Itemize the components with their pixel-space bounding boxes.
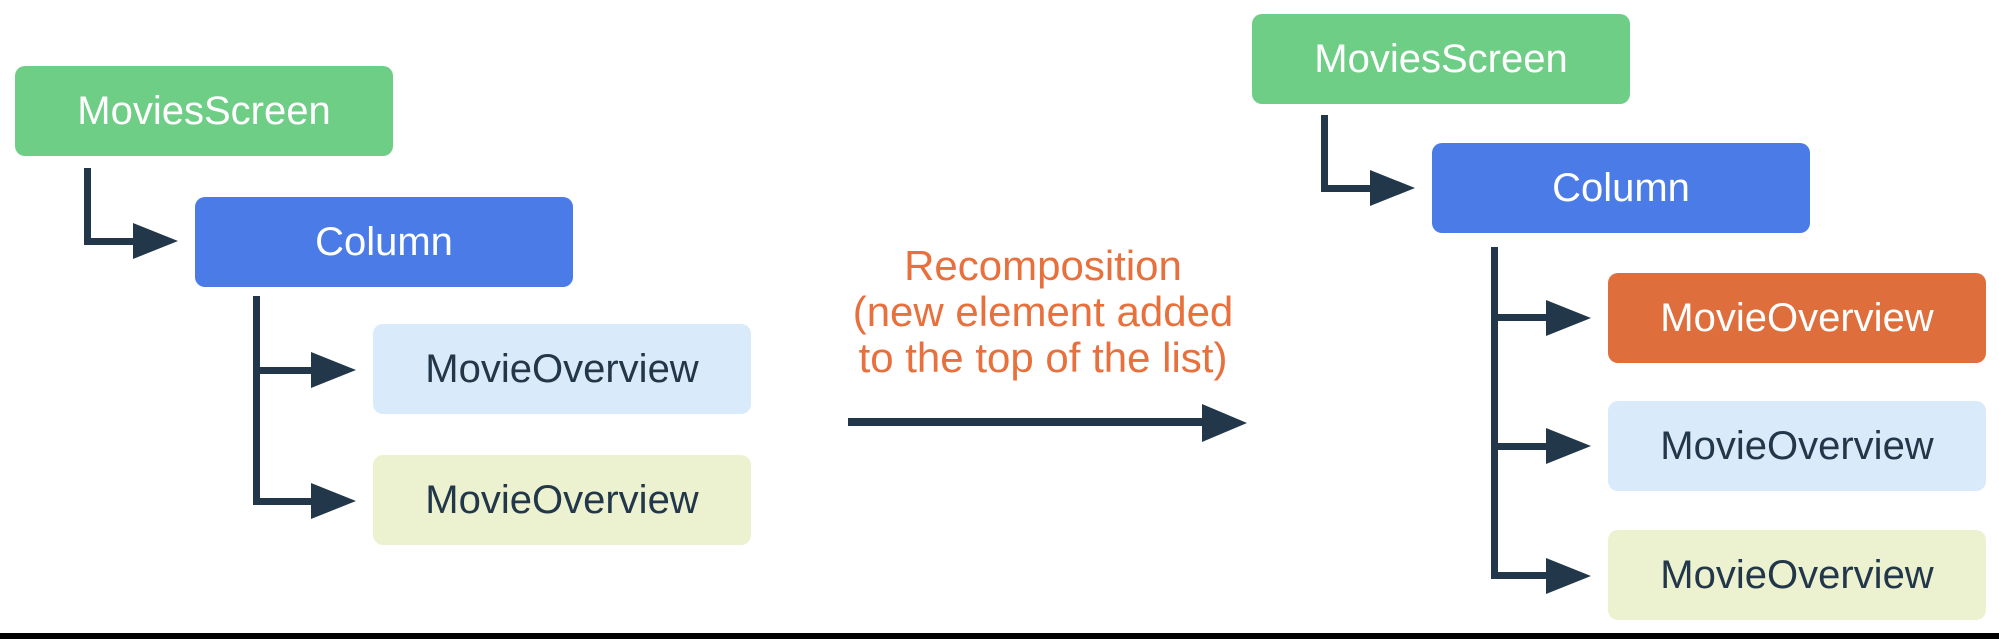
arrow-head-icon [311,352,356,388]
connector-line [253,296,260,505]
left-node-moviesscreen: MoviesScreen [15,66,393,156]
arrow-head-icon [1546,558,1591,594]
arrow-head-icon [133,223,178,259]
right-node-moviesscreen: MoviesScreen [1252,14,1630,104]
connector-line [1491,247,1498,579]
caption-line-3: to the top of the list) [858,334,1228,381]
connector-line [1491,443,1553,450]
left-node-movieoverview-2: MovieOverview [373,455,751,545]
transition-arrow-line [848,418,1206,426]
connector-line [1491,314,1553,321]
arrow-head-icon [1546,428,1591,464]
arrow-head-icon [311,483,356,519]
connector-line [1491,572,1553,579]
caption-line-1: Recomposition [904,242,1182,289]
connector-line [253,498,317,505]
connector-line [84,238,140,245]
arrow-head-icon [1546,300,1591,336]
connector-line [1321,115,1328,192]
right-node-movieoverview-2: MovieOverview [1608,530,1986,620]
left-node-movieoverview-1: MovieOverview [373,324,751,414]
connector-line [1321,185,1372,192]
connector-line [253,367,317,374]
transition-arrow-head-icon [1202,404,1247,442]
recomposition-caption: Recomposition (new element added to the … [820,243,1266,381]
right-node-column: Column [1432,143,1810,233]
right-node-movieoverview-new: MovieOverview [1608,273,1986,363]
bottom-divider [0,633,1999,639]
right-node-movieoverview-1: MovieOverview [1608,401,1986,491]
caption-line-2: (new element added [852,288,1234,335]
arrow-head-icon [1370,170,1415,206]
left-node-column: Column [195,197,573,287]
connector-line [84,168,91,245]
